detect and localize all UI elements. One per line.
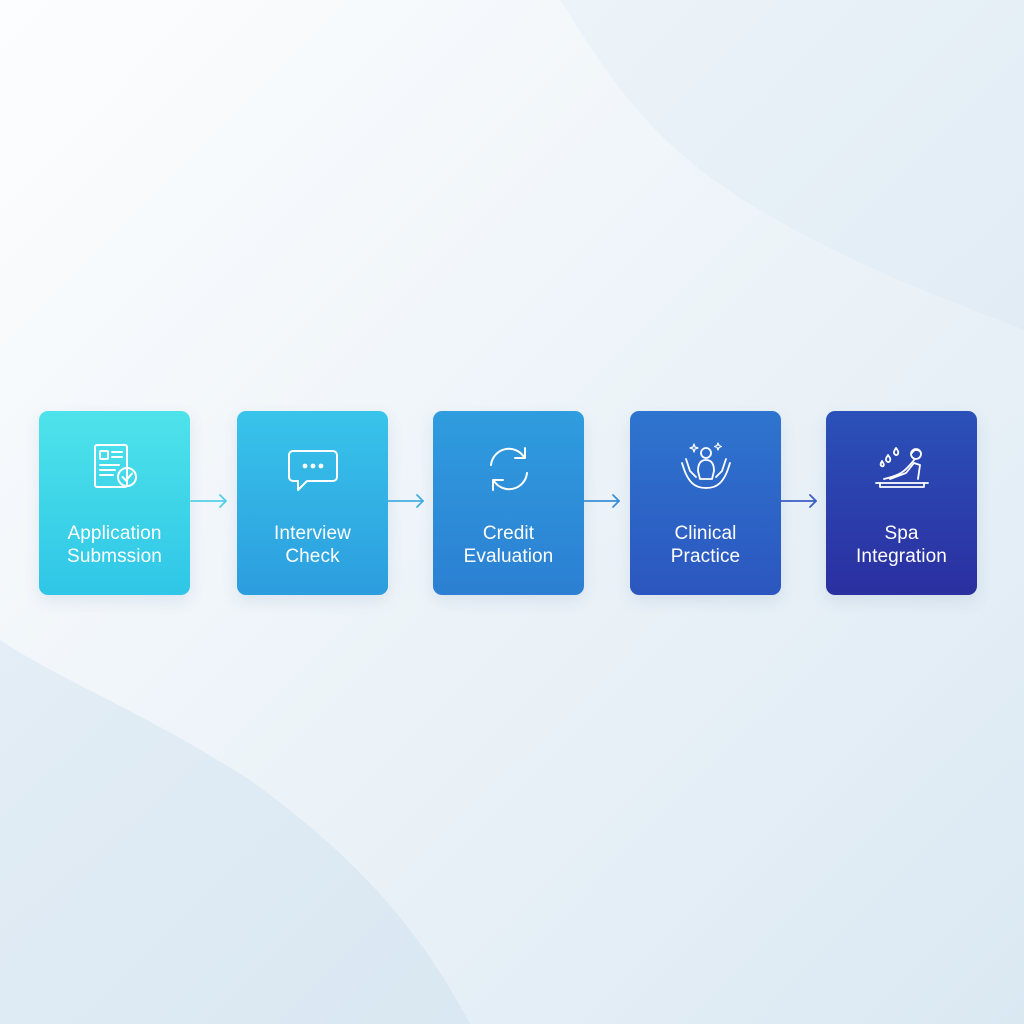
step-label-line-2: Evaluation — [463, 546, 554, 567]
step-label-line-2: Practice — [670, 546, 741, 567]
arrow-right-icon — [386, 491, 426, 511]
step-label: Clinical Practice — [630, 522, 781, 568]
step-label-line-1: Credit — [482, 523, 535, 544]
step-label: Application Submssion — [39, 522, 190, 568]
step-card-interview-check: Interview Check — [237, 411, 388, 595]
step-card-clinical-practice: Clinical Practice — [630, 411, 781, 595]
step-label-line-2: Check — [285, 546, 340, 567]
step-label-line-1: Interview — [274, 523, 351, 544]
arrow-right-icon — [779, 491, 819, 511]
arrow-right-icon — [582, 491, 622, 511]
step-label-line-1: Spa — [884, 523, 919, 544]
step-card-application-submission: Application Submssion — [39, 411, 190, 595]
step-label-line-2: Integration — [856, 546, 947, 567]
application-document-check-icon — [85, 439, 145, 499]
refresh-cycle-icon — [479, 439, 539, 499]
step-label-line-2: Submssion — [67, 546, 162, 567]
chat-bubble-icon — [283, 439, 343, 499]
hands-care-person-icon — [676, 439, 736, 499]
step-label: Spa Integration — [826, 522, 977, 568]
step-label: Interview Check — [237, 522, 388, 568]
step-card-spa-integration: Spa Integration — [826, 411, 977, 595]
step-label-line-1: Application — [67, 523, 162, 544]
step-label-line-1: Clinical — [674, 523, 737, 544]
step-card-credit-evaluation: Credit Evaluation — [433, 411, 584, 595]
step-label: Credit Evaluation — [433, 522, 584, 568]
spa-relaxation-icon — [872, 439, 932, 499]
arrow-right-icon — [189, 491, 229, 511]
